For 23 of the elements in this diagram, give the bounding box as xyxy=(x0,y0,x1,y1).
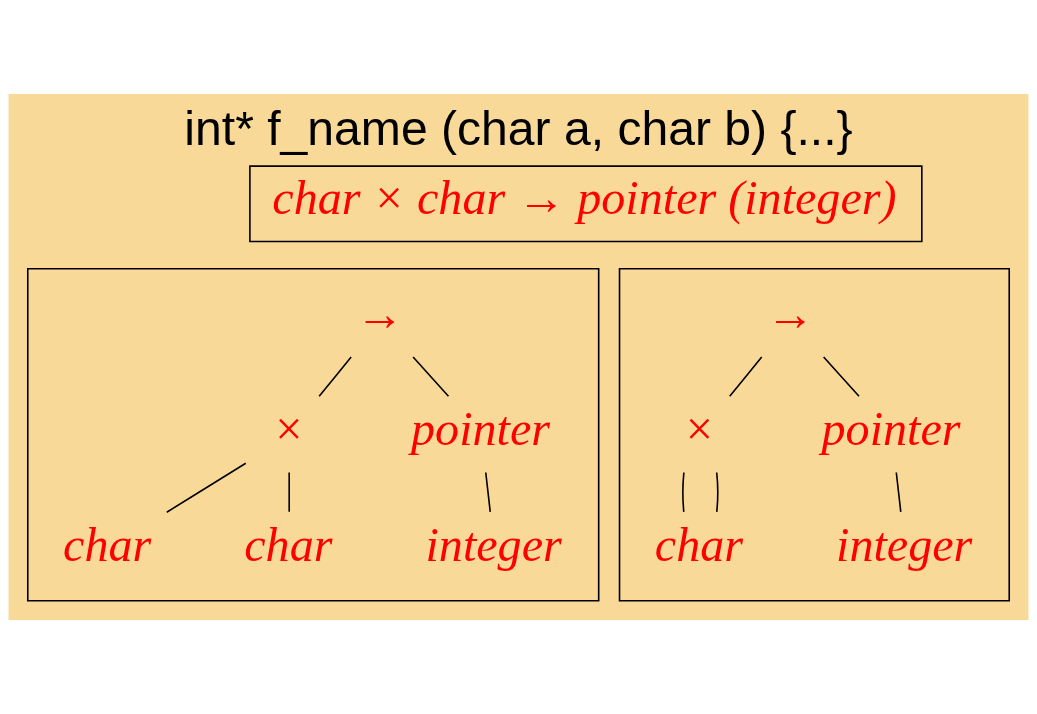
diagram-title: int* f_name (char a, char b) {...} xyxy=(184,101,853,156)
node-text: integer xyxy=(425,517,562,571)
connector xyxy=(318,356,352,398)
connector xyxy=(165,462,247,513)
node-text: char xyxy=(244,517,333,571)
connector xyxy=(412,356,450,398)
cluster xyxy=(27,268,600,602)
connector xyxy=(682,471,685,513)
node-text: → xyxy=(766,286,815,340)
cluster xyxy=(618,268,1010,602)
node-text: × xyxy=(272,402,305,456)
connector xyxy=(728,356,763,398)
node-text: char xyxy=(654,517,743,571)
connector xyxy=(895,471,902,513)
node-text: × xyxy=(682,402,716,456)
node-text: → xyxy=(355,286,404,340)
connector xyxy=(288,471,290,513)
connector xyxy=(484,471,492,513)
node-box: char × char → pointer (integer) xyxy=(249,165,923,243)
node-text: char xyxy=(63,517,152,571)
connector xyxy=(822,356,860,398)
node-text: integer xyxy=(836,517,973,571)
connector xyxy=(715,471,719,513)
